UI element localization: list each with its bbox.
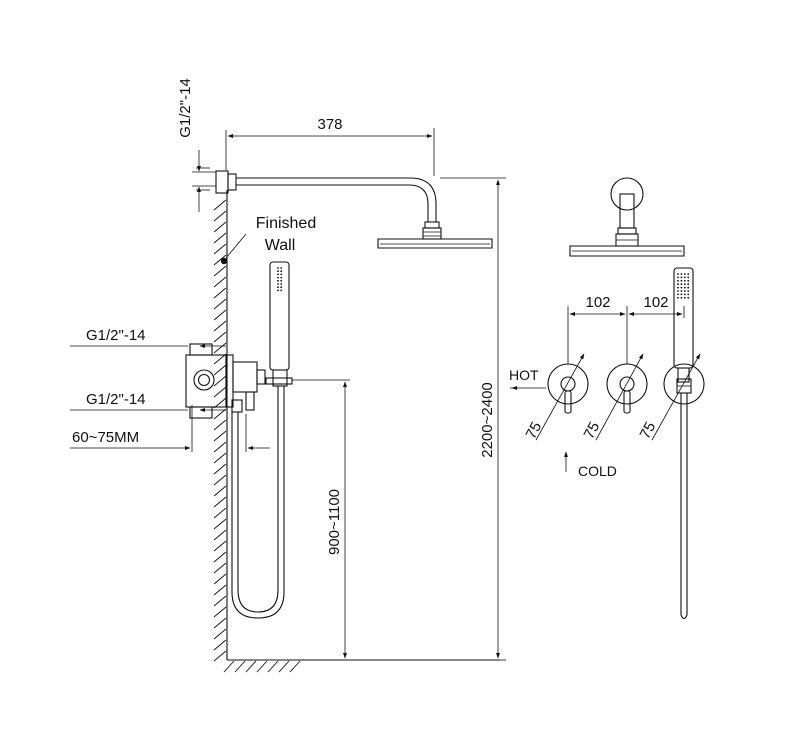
hand-shower-front-nozzles [677,273,690,299]
handle-diameter-3: 75 [637,419,660,442]
cold-handle [606,363,648,414]
shower-arm-side [215,170,493,249]
finished-wall-label-line2: Wall [265,237,296,254]
front-view [510,177,705,620]
wall-hatch [213,199,227,662]
cold-label: COLD [578,463,617,479]
valve-height-dimension: 900~1100 [326,489,343,555]
hand-shower-front [673,267,694,620]
handle-diameter-2: 75 [581,419,604,442]
valve-body-side [185,343,266,419]
hand-shower-side [231,261,293,619]
thread-inlet-lower-dimension: G1/2"-14 [86,391,146,408]
wall-depth-dimension: 60~75MM [72,429,139,446]
hot-label: HOT [509,367,539,383]
spacing-left-dimension: 102 [585,294,610,311]
dot-marker-icon [220,257,228,265]
handle-diameter-1: 75 [523,419,546,442]
finished-wall-label-line1: Finished [256,215,316,232]
hot-handle [547,363,589,414]
dimension-lines [70,128,506,661]
spacing-right-dimension: 102 [643,294,668,311]
total-height-dimension: 2200~2400 [479,382,496,458]
thread-top-dimension: G1/2"-14 [177,78,194,138]
thread-inlet-upper-dimension: G1/2"-14 [86,327,146,344]
arm-length-dimension: 378 [317,116,342,133]
diverter-outlet [663,363,705,405]
hand-shower-nozzles [277,267,283,292]
floor-hatch [223,660,301,673]
wall [213,190,500,673]
